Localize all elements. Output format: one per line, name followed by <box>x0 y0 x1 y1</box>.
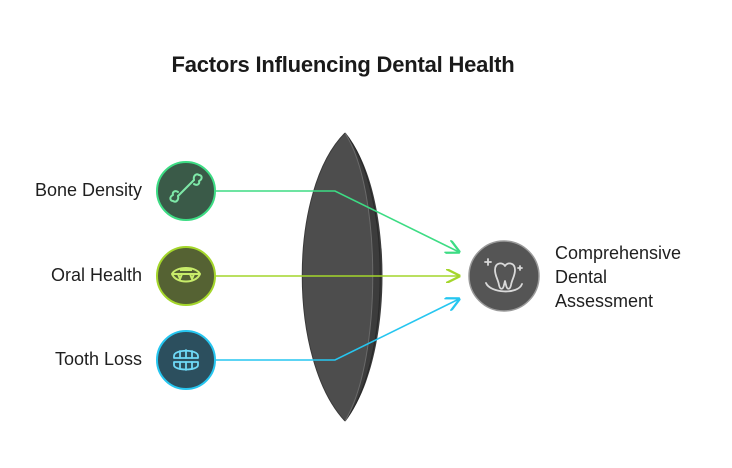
diagram-title: Factors Influencing Dental Health <box>171 52 515 77</box>
mouth-icon <box>171 267 201 283</box>
node-bone-density <box>156 161 216 221</box>
bone-icon <box>169 173 203 203</box>
output-label: Comprehensive Dental Assessment <box>555 241 681 313</box>
input-label-bone-density: Bone Density <box>34 180 142 200</box>
node-tooth-loss <box>156 330 216 390</box>
input-label-tooth-loss: Tooth Loss <box>54 349 142 369</box>
node-oral-health <box>156 246 216 306</box>
connector-tooth-loss <box>215 299 459 361</box>
connector-bone-density <box>215 190 459 252</box>
output-label-line-2: Dental <box>555 267 608 287</box>
output-label-line-1: Comprehensive <box>555 243 682 263</box>
lens <box>301 132 383 422</box>
tooth-icon <box>484 258 523 293</box>
output-label-line-3: Assessment <box>555 291 654 311</box>
input-label-oral-health: Oral Health <box>50 265 142 285</box>
node-comprehensive-dental-assessment <box>468 240 540 312</box>
dentures-icon <box>173 349 199 371</box>
